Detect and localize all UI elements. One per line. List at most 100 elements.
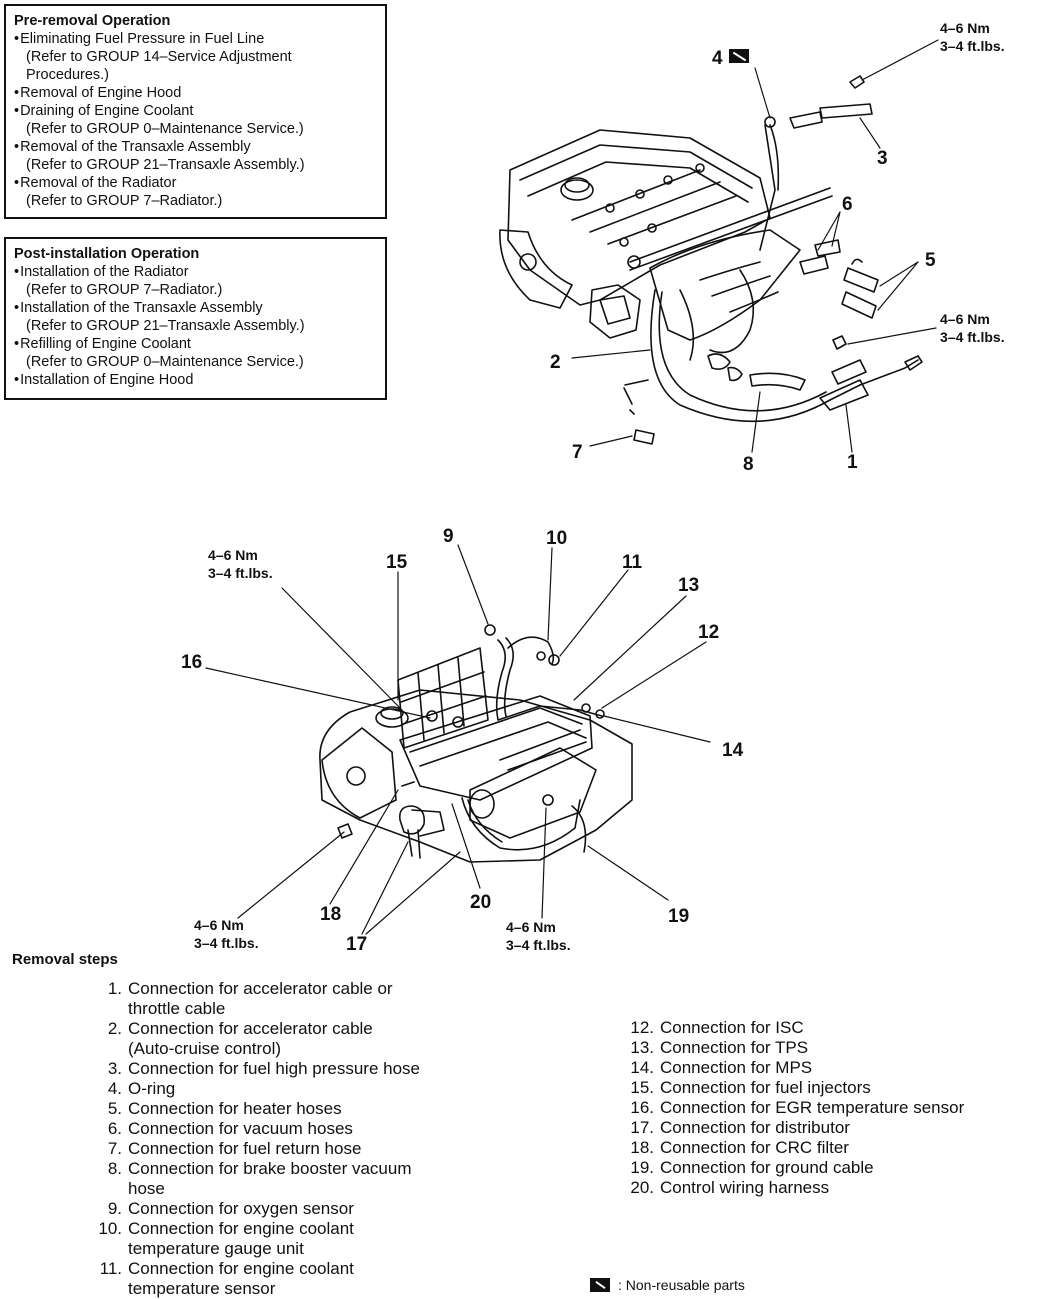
removal-step: 3.Connection for fuel high pressure hose <box>88 1059 518 1079</box>
step-text: Connection for oxygen sensor <box>122 1199 354 1219</box>
callout-20: 20 <box>470 892 491 913</box>
step-text-line: Connection for ground cable <box>660 1158 874 1177</box>
pre-removal-line: (Refer to GROUP 14–Service Adjustment <box>26 49 292 65</box>
step-text-line: Connection for fuel return hose <box>128 1139 362 1158</box>
removal-step: 5.Connection for heater hoses <box>88 1099 518 1119</box>
non-reusable-icon <box>729 49 749 63</box>
step-text-line: throttle cable <box>128 999 226 1018</box>
step-text-line: Connection for oxygen sensor <box>128 1199 354 1218</box>
torque-ftlbs-top-1: 3–4 ft.lbs. <box>940 38 1005 54</box>
post-installation-box: Post-installation Operation Installation… <box>4 237 387 400</box>
callout-2: 2 <box>550 352 561 373</box>
step-text: Connection for MPS <box>654 1058 812 1078</box>
step-text-line: Connection for fuel injectors <box>660 1078 871 1097</box>
removal-step: 4.O-ring <box>88 1079 518 1099</box>
step-number: 18. <box>630 1138 654 1157</box>
callout-12: 12 <box>698 622 719 643</box>
bottom-leader-lines <box>205 544 711 935</box>
step-number: 5. <box>107 1099 122 1118</box>
removal-step: 16.Connection for EGR temperature sensor <box>620 1098 1050 1118</box>
removal-steps-title: Removal steps <box>12 951 118 968</box>
removal-step: 20.Control wiring harness <box>620 1178 1050 1198</box>
step-text-line: Connection for vacuum hoses <box>128 1119 353 1138</box>
step-text: Connection for CRC filter <box>654 1138 849 1158</box>
step-number: 19. <box>630 1158 654 1177</box>
removal-step: 15. Connection for fuel injectors <box>620 1078 1050 1098</box>
torque-ftlbs-bottom-2: 3–4 ft.lbs. <box>194 935 259 951</box>
pre-removal-line: Removal of Engine Hood <box>14 84 377 102</box>
pre-removal-line: (Refer to GROUP 0–Maintenance Service.) <box>26 121 304 137</box>
pre-removal-title: Pre-removal Operation <box>14 13 171 29</box>
step-number: 4. <box>107 1079 122 1098</box>
post-installation-line: Refilling of Engine Coolant <box>14 335 377 353</box>
step-text: Connection for EGR temperature sensor <box>654 1098 964 1118</box>
step-text: O-ring <box>122 1079 175 1099</box>
step-number: 13. <box>630 1038 654 1057</box>
post-installation-line: Installation of the Transaxle Assembly <box>14 299 377 317</box>
bottom-engine-drawing <box>319 624 633 863</box>
pre-removal-line: Procedures.) <box>26 67 110 83</box>
engine-diagram: 1 2 3 4 5 6 7 8 4–6 Nm 3–4 ft.lbs. 4–6 N… <box>181 20 1005 955</box>
callout-6: 6 <box>842 194 853 215</box>
step-number: 16. <box>630 1098 654 1117</box>
step-text-line: Connection for fuel high pressure hose <box>128 1059 421 1078</box>
callout-16: 16 <box>181 652 202 673</box>
step-text-line: temperature gauge unit <box>128 1239 304 1258</box>
non-reusable-legend-icon <box>590 1278 610 1292</box>
torque-nm-bottom-2: 4–6 Nm <box>194 917 244 933</box>
removal-step: 7.Connection for fuel return hose <box>88 1139 518 1159</box>
step-text: Connection for ground cable <box>654 1158 874 1178</box>
removal-step: 14. Connection for MPS <box>620 1058 1050 1078</box>
callout-15: 15 <box>386 552 408 573</box>
pre-removal-lines: Eliminating Fuel Pressure in Fuel Line(R… <box>14 30 377 210</box>
callout-14: 14 <box>722 740 744 761</box>
removal-step: 17. Connection for distributor <box>620 1118 1050 1138</box>
step-text: Connection for heater hoses <box>122 1099 342 1119</box>
step-number: 1. <box>107 979 122 998</box>
removal-step: 9. Connection for oxygen sensor <box>88 1199 518 1219</box>
step-number: 15. <box>630 1078 654 1097</box>
step-text-line: Connection for distributor <box>660 1118 850 1137</box>
torque-nm-top-2: 4–6 Nm <box>940 311 990 327</box>
callout-4: 4 <box>712 48 723 69</box>
top-torque-labels: 4–6 Nm 3–4 ft.lbs. 4–6 Nm 3–4 ft.lbs. <box>940 20 1005 345</box>
step-text: Connection for ISC <box>654 1018 804 1038</box>
removal-step: 2.Connection for accelerator cable(Auto-… <box>88 1019 518 1059</box>
step-number: 17. <box>630 1118 654 1137</box>
callout-11: 11 <box>622 552 643 573</box>
post-installation-line: (Refer to GROUP 21–Transaxle Assembly.) <box>26 318 305 334</box>
step-text: Connection for fuel return hose <box>122 1139 361 1159</box>
callout-10: 10 <box>546 528 567 549</box>
step-text-line: temperature sensor <box>128 1279 276 1298</box>
step-number: 9. <box>107 1199 122 1218</box>
step-number: 14. <box>630 1058 654 1077</box>
pre-removal-line: Draining of Engine Coolant <box>14 102 377 120</box>
step-text: Connection for TPS <box>654 1038 808 1058</box>
post-installation-title: Post-installation Operation <box>14 246 200 262</box>
removal-step: 6.Connection for vacuum hoses <box>88 1119 518 1139</box>
removal-step: 12.Connection for ISC <box>620 1018 1050 1038</box>
step-text-line: Connection for TPS <box>660 1038 809 1057</box>
step-number: 12. <box>630 1018 654 1037</box>
bottom-torque-labels: 4–6 Nm 3–4 ft.lbs. 4–6 Nm 3–4 ft.lbs. 4–… <box>194 547 571 953</box>
callout-19: 19 <box>668 906 689 927</box>
step-text-line: Connection for MPS <box>660 1058 813 1077</box>
step-text: Connection for fuel injectors <box>654 1078 871 1098</box>
step-text-line: (Auto-cruise control) <box>128 1039 282 1058</box>
top-leader-lines <box>571 39 939 453</box>
pre-removal-line: Removal of the Transaxle Assembly <box>14 138 377 156</box>
step-text-line: Connection for brake booster vacuum <box>128 1159 412 1178</box>
pre-removal-line: (Refer to GROUP 7–Radiator.) <box>26 193 223 209</box>
post-installation-line: Installation of Engine Hood <box>14 371 377 389</box>
callout-1: 1 <box>847 452 858 473</box>
legend-text: : Non-reusable parts <box>618 1277 745 1293</box>
post-installation-lines: Installation of the Radiator(Refer to GR… <box>14 263 377 389</box>
pre-removal-line: Removal of the Radiator <box>14 174 377 192</box>
callout-3: 3 <box>877 148 888 169</box>
